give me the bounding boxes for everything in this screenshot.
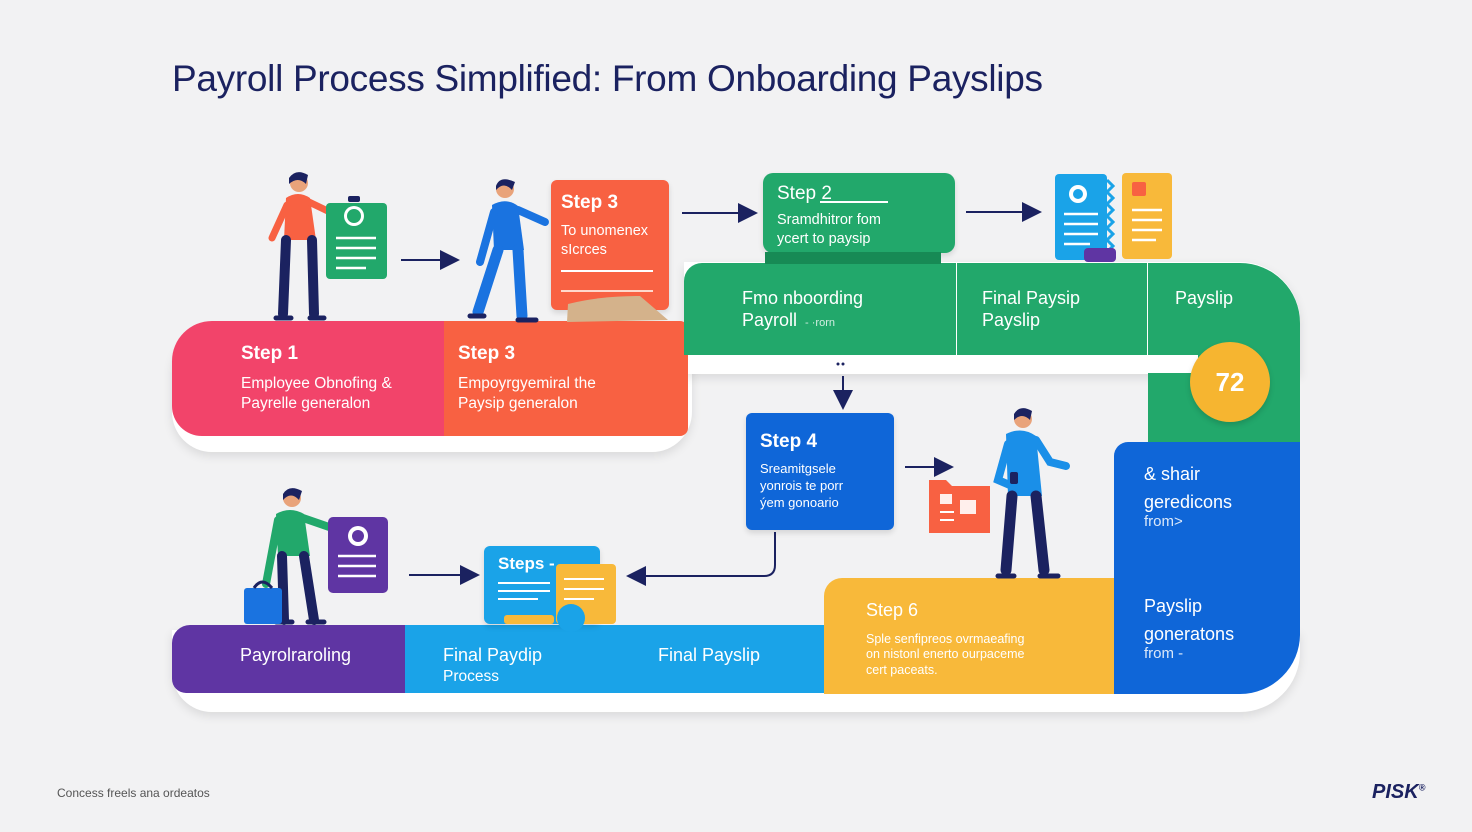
- step2-card-heading: Step 2: [777, 183, 832, 204]
- step3-card-rule2: [561, 289, 653, 292]
- lower-band-seg3: Final Payslip: [625, 625, 825, 693]
- step4-card-heading: Step 4: [760, 431, 818, 452]
- upper-band-step1: Step 1 Employee Obnofing & Payrelle gene…: [172, 321, 444, 436]
- right-upper-line2: geredicons: [1144, 491, 1233, 512]
- step2-card-line1: Sramdhitror fom: [777, 212, 881, 228]
- middle-band-seg1: Fmo nboording Payroll - ·rorn: [684, 263, 956, 355]
- step6-line1: Sple senfipreos ovrmaeafing: [866, 631, 1025, 646]
- middle-seg1-line2-text: Payroll: [742, 309, 798, 330]
- lower-seg2-line2: Process: [443, 667, 499, 685]
- right-upper-small: from>: [1144, 513, 1183, 531]
- hand-package-icon: [567, 296, 668, 322]
- arrow-dot-b: [841, 362, 845, 366]
- lower-seg1-line1: Payrolraroling: [240, 645, 352, 665]
- coin-icon: [504, 604, 585, 632]
- right-blue-lower: Payslip goneratons from -: [1114, 578, 1300, 694]
- step4-card-line3: ýem gonoario: [760, 494, 839, 510]
- step2-card: Step 2 Sramdhitror fom ycert to paysip: [763, 173, 955, 253]
- middle-seg1-line2: Payroll - ·rorn: [742, 310, 956, 332]
- step1-line1: Employee Obnofing &: [241, 374, 392, 392]
- step6-line3: cert paceats.: [866, 662, 938, 677]
- lower-band-seg2: Final Paydip Process: [405, 625, 625, 693]
- right-lower-small: from -: [1144, 645, 1184, 663]
- upper-step3-line1: Empoyrgyemiral the: [458, 374, 596, 392]
- step1-line2: Payrelle generalon: [241, 394, 371, 412]
- steps-card-line-c: [498, 598, 538, 600]
- middle-seg2-line1: Final Paysip: [982, 288, 1081, 308]
- document-icon-purple: [328, 517, 388, 593]
- arrow-dot-a: [836, 362, 840, 366]
- step3-card-line2: sIcrces: [561, 241, 607, 258]
- page-title: Payroll Process Simplified: From Onboard…: [172, 58, 1043, 99]
- payslip-icon-blue: [1055, 174, 1116, 262]
- step4-card: Step 4 Sreamitgsele yonrois te porr ýem …: [746, 413, 894, 530]
- step2-card-base: [765, 252, 941, 264]
- person-4-illustration: [244, 488, 336, 625]
- step4-card-line2: yonrois te porr: [760, 477, 844, 493]
- step3-card-line1: To unomenex: [561, 223, 649, 239]
- step1-heading: Step 1: [241, 343, 299, 364]
- lower-seg3-line1: Final Payslip: [658, 645, 761, 665]
- right-lower-line2: goneratons: [1144, 623, 1235, 644]
- document-icon-green: [326, 196, 387, 279]
- brand-name: PISK: [1372, 781, 1419, 803]
- middle-band-seg2: Final Paysip Payslip: [957, 263, 1147, 355]
- steps-card-doc-line1: [564, 578, 604, 580]
- lower-band-seg1: Payrolraroling: [172, 625, 405, 693]
- lower-band-step6: Step 6 Sple senfipreos ovrmaeafing on ni…: [824, 578, 1114, 694]
- right-lower-line1: Payslip: [1144, 596, 1203, 616]
- step-count-badge: 72: [1190, 342, 1270, 422]
- upper-step3-line2: Paysip generalon: [458, 394, 578, 412]
- step6-line2: on nistonl enerto ourpaceme: [866, 647, 1025, 662]
- step4-card-line1: Sreamitgsele: [760, 461, 836, 476]
- brand-mark: ®: [1418, 782, 1426, 793]
- folder-icon-orange: [929, 480, 990, 533]
- brand-logo: PISK®: [1372, 781, 1425, 804]
- person-3-illustration: [993, 408, 1070, 579]
- person-2-illustration: [467, 179, 549, 323]
- steps-card-line-b: [498, 590, 550, 592]
- lower-seg2-line1: Final Paydip: [443, 645, 543, 665]
- steps-card-line-a: [498, 582, 550, 584]
- step2-card-line2: ycert to paysip: [777, 230, 871, 247]
- middle-seg3-line1: Payslip: [1175, 288, 1234, 308]
- middle-seg1-line1: Fmo nboording: [742, 288, 864, 308]
- step3-card: Step 3 To unomenex sIcrces: [551, 180, 669, 310]
- steps-card-doc-line2: [564, 588, 604, 590]
- step6-heading: Step 6: [866, 600, 919, 620]
- upper-band-step3: Step 3 Empoyrgyemiral the Paysip general…: [444, 321, 688, 436]
- steps-card-heading: Steps -: [498, 554, 555, 573]
- payslip-icon-yellow: [1122, 173, 1172, 259]
- band-gap: [690, 355, 1198, 373]
- steps-card-doc-line3: [564, 598, 594, 600]
- middle-seg2-line2: Payslip: [982, 309, 1041, 330]
- step2-heading-rule: [820, 201, 888, 203]
- upper-step3-heading: Step 3: [458, 343, 516, 364]
- right-upper-line1: & shair: [1144, 464, 1201, 484]
- middle-seg1-small: - ·rorn: [805, 316, 835, 329]
- arrow-7: [626, 532, 776, 586]
- footer-text: Concess freels ana ordeatos: [57, 786, 210, 800]
- step3-card-heading: Step 3: [561, 192, 619, 213]
- right-blue-upper: & shair geredicons from>: [1114, 442, 1300, 578]
- step3-card-rule: [561, 269, 653, 272]
- person-1-illustration: [268, 172, 338, 321]
